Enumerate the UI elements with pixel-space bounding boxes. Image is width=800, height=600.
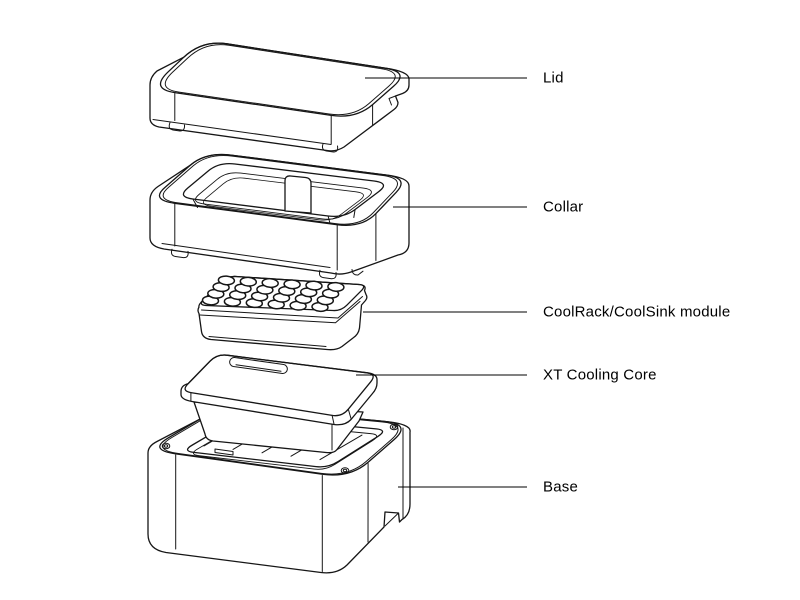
part-label-coolrack: CoolRack/CoolSink module (543, 303, 731, 321)
collar-rim-chamfer (162, 155, 398, 225)
collar-wall-edges (192, 198, 356, 224)
well-hole (305, 280, 323, 291)
part-label-lid: Lid (543, 69, 564, 87)
collar-drawing (149, 153, 410, 280)
lid-body-details (152, 93, 396, 153)
lid-silhouette (149, 42, 410, 152)
part-label-base: Base (543, 478, 578, 496)
core-handle-slot (229, 357, 288, 374)
lid-drawing (149, 42, 410, 153)
cooling-core-drawing (180, 354, 378, 454)
collar-center-tab (284, 175, 312, 214)
well-hole (283, 279, 301, 290)
coolrack-drawing (197, 275, 368, 351)
base-drawing (147, 407, 411, 574)
collar-body-details (161, 203, 377, 280)
part-label-core: XT Cooling Core (543, 366, 657, 384)
core-plate-details (190, 392, 352, 425)
collar-inner-wall-ledge (195, 172, 372, 220)
coolrack-top-face (200, 275, 365, 312)
collar-inner-floor (203, 177, 364, 221)
coolrack-seams (199, 296, 363, 347)
well-hole (327, 281, 345, 292)
well-hole (261, 277, 279, 289)
well-hole (239, 276, 258, 287)
well-hole (217, 275, 236, 286)
part-label-collar: Collar (543, 198, 584, 216)
base-body-details (175, 427, 404, 572)
leader-lines (356, 77, 527, 488)
lid-top-chamfer (164, 44, 396, 116)
coolrack-wells (201, 275, 345, 313)
